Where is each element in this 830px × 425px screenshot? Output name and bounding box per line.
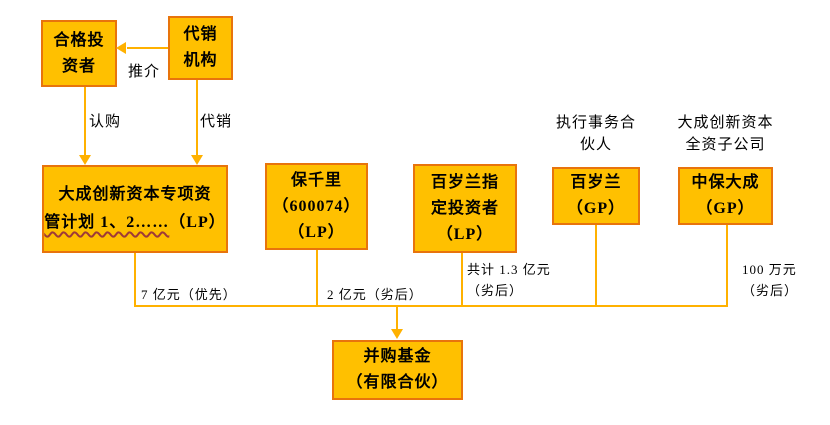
connector-baisuilan-gp-contribution xyxy=(595,225,597,307)
caption-line: 大成创新资本 xyxy=(677,115,774,131)
connector-subscribe xyxy=(84,87,86,156)
node-zhongbao-dacheng-gp: 中保大成 （GP） xyxy=(678,167,773,225)
caption-executive-partner: 执行事务合 伙人 xyxy=(548,112,644,156)
node-label: 百岁兰 xyxy=(570,174,622,191)
node-label: 百岁兰指 xyxy=(430,173,499,191)
node-label: 保千里 xyxy=(290,171,342,189)
node-qualified-investor: 合格投 资者 xyxy=(41,20,117,87)
node-baoqianli: 保千里 （600074） （LP） xyxy=(265,163,368,250)
node-label: 代销 xyxy=(183,26,218,43)
node-label: 资者 xyxy=(61,57,96,75)
caption-line: 伙人 xyxy=(579,137,612,153)
connector-zhongbao-dacheng-contribution xyxy=(726,225,728,307)
amount-line: 100 万元 xyxy=(742,262,797,277)
amount-label-priority: 7 亿元（优先） xyxy=(141,287,237,302)
node-label: （有限合伙） xyxy=(346,374,449,391)
node-label: 管计划 1、2……（LP） xyxy=(44,209,225,237)
node-merger-fund: 并购基金 （有限合伙） xyxy=(332,340,463,400)
arrow-down-icon xyxy=(191,155,203,165)
node-label: （GP） xyxy=(566,200,626,217)
connector-consign xyxy=(196,80,198,156)
edge-label-subscribe: 认购 xyxy=(89,114,122,130)
node-label: 大成创新资本专项资 xyxy=(58,186,212,203)
caption-line: 执行事务合 xyxy=(555,115,636,131)
node-label: 并购基金 xyxy=(363,348,432,365)
node-label: （GP） xyxy=(696,200,755,217)
connector-to-merger-fund xyxy=(396,305,398,330)
connector-promote xyxy=(127,47,168,49)
node-label: 机构 xyxy=(183,52,218,69)
amount-label-combined: 共计 1.3 亿元 （劣后） xyxy=(467,259,551,301)
node-label: （600074） xyxy=(272,197,361,215)
edge-label-consign: 代销 xyxy=(200,114,233,130)
amount-line: （劣后） xyxy=(467,283,524,298)
connector-baisuilan-investor-contribution xyxy=(461,253,463,307)
edge-label-promote: 推介 xyxy=(128,64,161,80)
amount-label-100w: 100 万元 （劣后） xyxy=(742,259,798,301)
node-asset-management-plan: 大成创新资本专项资 管计划 1、2……（LP） xyxy=(42,165,228,253)
wavy-underlined-text: 管计划 1、2…… xyxy=(44,214,170,231)
node-label: 中保大成 xyxy=(691,174,760,191)
node-label: （LP） xyxy=(288,223,345,241)
connector-contribution-bus xyxy=(134,305,728,307)
caption-wholly-owned-subsidiary: 大成创新资本 全资子公司 xyxy=(660,112,791,156)
amount-label-inferior-2yi: 2 亿元（劣后） xyxy=(327,287,423,302)
node-baisuilan-designated-investor: 百岁兰指 定投资者 （LP） xyxy=(413,164,517,253)
node-label: 定投资者 xyxy=(430,199,499,217)
caption-line: 全资子公司 xyxy=(685,137,766,153)
node-distribution-agency: 代销 机构 xyxy=(168,16,233,80)
node-baisuilan-gp: 百岁兰 （GP） xyxy=(552,167,640,225)
amount-line: 共计 1.3 亿元 xyxy=(467,262,551,277)
amount-line: （劣后） xyxy=(742,283,799,298)
node-label: （LP） xyxy=(436,225,494,243)
arrow-down-icon xyxy=(79,155,91,165)
connector-plan-contribution xyxy=(134,253,136,307)
connector-baoqianli-contribution xyxy=(316,250,318,307)
arrow-left-icon xyxy=(116,42,126,54)
node-label-suffix: （LP） xyxy=(169,214,226,231)
arrow-down-icon xyxy=(391,329,403,339)
node-label: 合格投 xyxy=(53,31,105,49)
